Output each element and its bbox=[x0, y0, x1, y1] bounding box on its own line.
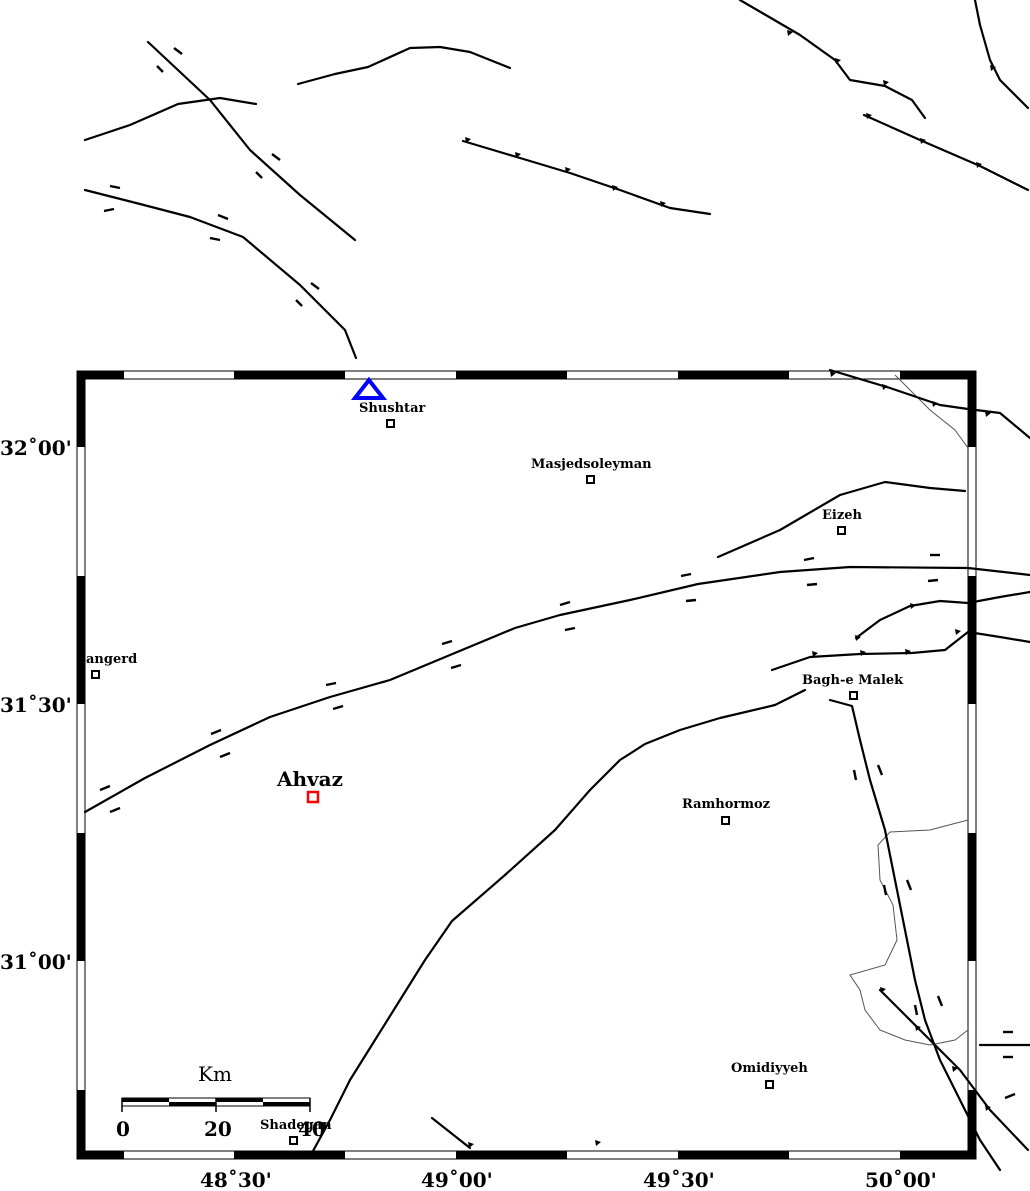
fault-line bbox=[83, 96, 258, 142]
city-label-angerd: angerd bbox=[86, 652, 137, 667]
fault-line bbox=[854, 590, 1030, 640]
fault-line bbox=[83, 188, 358, 360]
scale-tick-label: 40 bbox=[298, 1117, 326, 1141]
fault-line bbox=[146, 40, 357, 242]
latitude-label: 31˚00' bbox=[0, 950, 72, 974]
map-frame bbox=[76, 370, 977, 1160]
scale-bar-title: Km bbox=[198, 1062, 232, 1086]
coastline bbox=[849, 374, 969, 1046]
fault-line bbox=[973, 0, 1030, 110]
fault-line bbox=[770, 630, 1030, 672]
scale-bar: Km 0 20 40 bbox=[116, 1062, 326, 1141]
thrust-markers bbox=[465, 30, 996, 1148]
city-marker-icon bbox=[837, 526, 846, 535]
longitude-label: 48˚30' bbox=[200, 1168, 272, 1191]
city-label-shushtar: Shushtar bbox=[359, 401, 425, 416]
latitude-label: 32˚00' bbox=[0, 436, 72, 460]
city-marker-icon bbox=[289, 1136, 298, 1145]
city-markers bbox=[91, 419, 858, 1145]
fault-line bbox=[738, 0, 927, 120]
city-label-ramhormoz: Ramhormoz bbox=[682, 797, 770, 812]
city-marker-icon bbox=[765, 1080, 774, 1089]
fault-line bbox=[83, 565, 1030, 814]
scale-tick-label: 0 bbox=[116, 1117, 130, 1141]
city-label-eizeh: Eizeh bbox=[822, 508, 863, 523]
city-marker-icon bbox=[586, 475, 595, 484]
city-label-masjedsoleyman: Masjedsoleyman bbox=[531, 457, 652, 472]
latitude-label: 31˚30' bbox=[0, 693, 72, 717]
longitude-label: 49˚00' bbox=[421, 1168, 493, 1191]
longitude-label: 50˚00' bbox=[865, 1168, 937, 1191]
longitude-label: 49˚30' bbox=[643, 1168, 715, 1191]
fault-line bbox=[862, 113, 1030, 192]
main-city-label: Ahvaz bbox=[276, 767, 343, 791]
city-marker-icon bbox=[721, 816, 730, 825]
city-marker-icon bbox=[91, 670, 100, 679]
fault-line bbox=[461, 139, 712, 216]
faults-outside-frame bbox=[83, 0, 1030, 360]
scale-tick-label: 20 bbox=[204, 1117, 232, 1141]
city-label-shadegan: Shadegan bbox=[260, 1118, 332, 1133]
fault-line bbox=[430, 1116, 472, 1150]
city-marker-icon bbox=[849, 691, 858, 700]
fault-line bbox=[828, 698, 1002, 1172]
city-label-omidiyyeh: Omidiyyeh bbox=[731, 1061, 808, 1076]
main-city-marker-icon bbox=[306, 790, 320, 804]
fault-line bbox=[311, 688, 807, 1153]
station-triangle-icon bbox=[350, 376, 388, 400]
city-label-bagh-e-malek: Bagh-e Malek bbox=[802, 673, 904, 688]
fault-line bbox=[716, 480, 967, 559]
fault-line bbox=[828, 368, 1030, 440]
fault-line bbox=[296, 45, 512, 86]
city-marker-icon bbox=[386, 419, 395, 428]
faults-inside-frame bbox=[83, 368, 1030, 1172]
strike-slip-arrows bbox=[99, 47, 1016, 1100]
fault-line bbox=[878, 988, 1030, 1152]
